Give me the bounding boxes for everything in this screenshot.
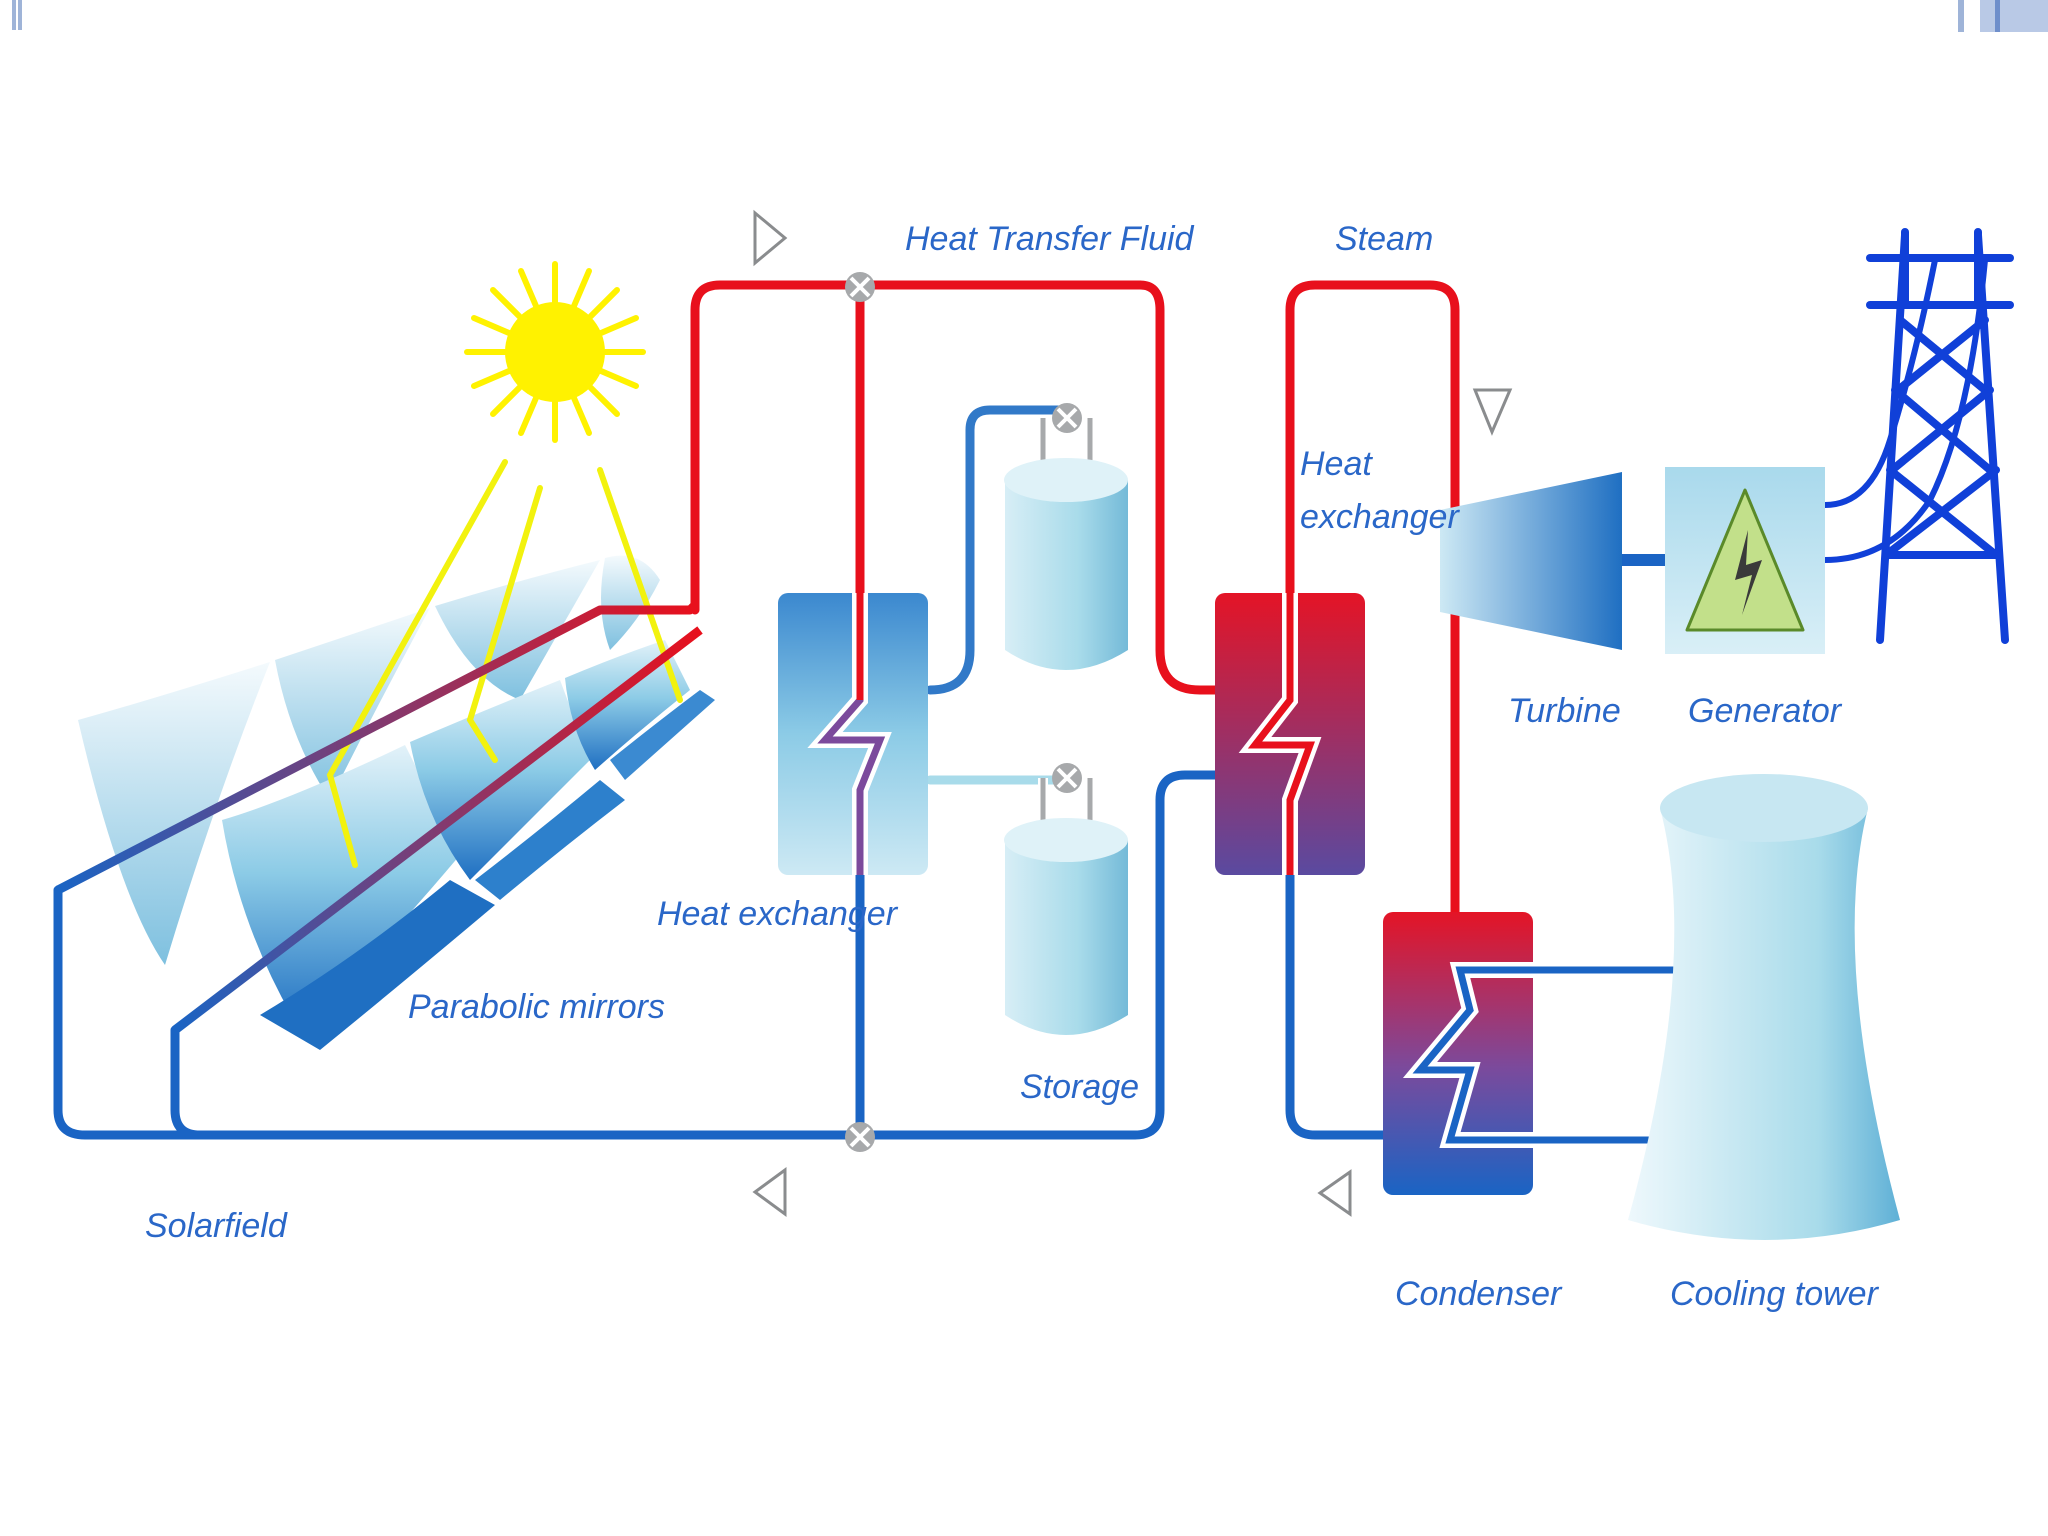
hot-pipe-main [690,280,1225,695]
transmission-tower-icon [1866,228,2014,644]
storage-tank-hot [1004,418,1128,670]
label-turbine: Turbine [1508,692,1621,730]
high-voltage-warning-icon [1685,488,1805,632]
valve-icon [843,1120,877,1154]
label-generator: Generator [1688,692,1843,730]
corner-mark-left [12,0,16,30]
label-steam: Steam [1335,220,1433,258]
parabolic-mirror-row-front [260,690,715,1050]
heat-exchanger-steam [1215,593,1365,875]
label-heat-exchanger-steam-line1: Heat [1300,445,1373,483]
turbine [1440,472,1622,650]
label-parabolic-mirrors: Parabolic mirrors [408,988,665,1026]
storage-hot-line [925,405,1065,695]
label-heat-transfer-fluid: Heat Transfer Fluid [905,220,1195,258]
steam-pipe-return [1285,815,1395,1140]
valve-icon [1050,761,1084,795]
steam-pipe [1285,280,1460,925]
label-heat-exchanger-steam-line2: exchanger [1300,498,1460,536]
sun-icon [464,261,646,443]
label-cooling-tower: Cooling tower [1670,1275,1880,1313]
storage-tank-cold [1004,778,1128,1035]
label-storage: Storage [1020,1068,1139,1106]
corner-mark-right [1958,0,1964,32]
parabolic-mirror-row-back [78,555,660,965]
valve-icon [843,270,877,304]
flow-arrow-icon [752,1167,787,1217]
flow-arrow-icon [1317,1169,1352,1217]
cold-pipe-return [53,770,1225,1140]
sun-rays [326,459,683,868]
cooling-tower [1628,774,1900,1240]
condenser [1383,912,1680,1195]
generator [1665,467,1825,654]
flow-arrow-icon [1472,388,1513,436]
heat-exchanger-storage [778,593,928,875]
label-solarfield: Solarfield [145,1207,288,1245]
valve-icon [1050,401,1084,435]
flow-arrow-icon [753,209,788,267]
solarfield [55,261,715,1050]
label-heat-exchanger-storage: Heat exchanger [657,895,899,933]
label-condenser: Condenser [1395,1275,1563,1313]
